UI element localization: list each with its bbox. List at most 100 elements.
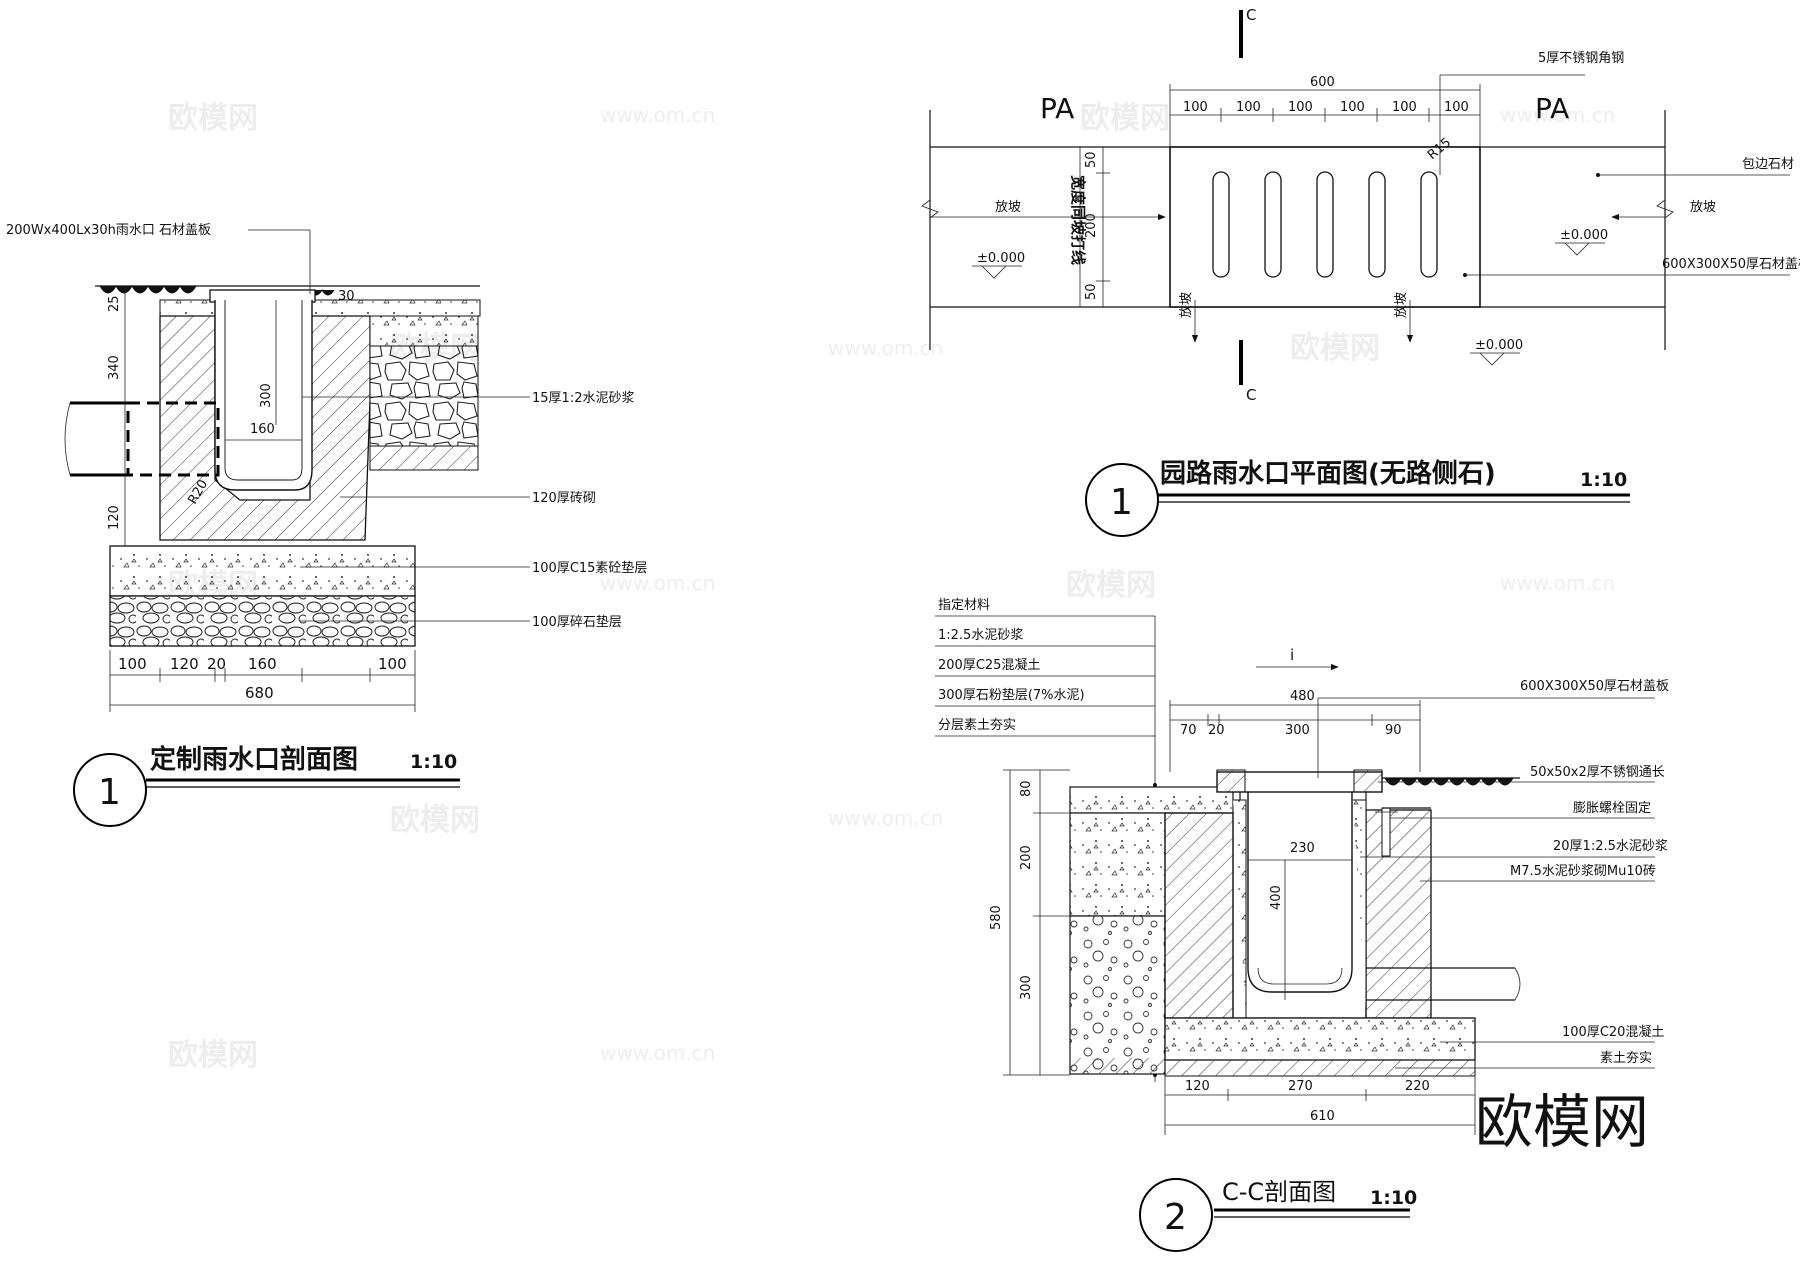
plan-slope-br: 放坡	[1394, 292, 1409, 318]
plan-dim-t2: 100	[1236, 100, 1261, 115]
s1-dim-total: 680	[245, 684, 274, 702]
s1-dim-b1: 100	[118, 655, 147, 673]
plan-number: 1	[1110, 482, 1133, 523]
plan-vertical-note: 宽度同坡打线	[1069, 174, 1087, 265]
plan-dim-total: 600	[1310, 75, 1335, 90]
s2-dim-400: 400	[1269, 885, 1284, 910]
s2-legend-4: 300厚石粉垫层(7%水泥)	[938, 687, 1085, 703]
plan-slope-left: 放坡	[995, 200, 1021, 215]
watermarks: 欧模网 www.om.cn 欧模网 www.om.cn 欧模网 www.om.c…	[168, 101, 1649, 1156]
s2-callout-7: 素土夯实	[1600, 1051, 1652, 1066]
plan-dim-t5: 100	[1392, 100, 1417, 115]
s2-dim-70: 70	[1180, 723, 1197, 738]
wm-brand-4: 欧模网	[1290, 331, 1380, 366]
plan-callout-angle: 5厚不锈钢角钢	[1538, 51, 1624, 66]
s2-slope-mark: i	[1290, 646, 1294, 664]
wm-brand-8: 欧模网	[168, 1038, 258, 1073]
wm-brand-3: 欧模网	[390, 331, 480, 366]
s1-callout-mortar: 15厚1:2水泥砂浆	[532, 391, 634, 406]
plan-dim-s2: 200	[1084, 213, 1099, 238]
s2-dim-b1: 120	[1185, 1079, 1210, 1094]
plan-elev-bottom: ±0.000	[1475, 338, 1523, 353]
plan-dim-t3: 100	[1288, 100, 1313, 115]
s1-scale: 1:10	[410, 751, 457, 773]
plan-slope-right: 放坡	[1690, 200, 1716, 215]
plan-slope-bl: 放坡	[1179, 292, 1194, 318]
s2-dim-300: 300	[1285, 723, 1310, 738]
s2-dim-90: 90	[1385, 723, 1402, 738]
plan-dim-t6: 100	[1444, 100, 1469, 115]
s2-title: C-C剖面图	[1222, 1178, 1336, 1206]
s2-dim-580: 580	[989, 905, 1004, 930]
s2-legend-2: 1:2.5水泥砂浆	[938, 628, 1023, 643]
plan-title: 园路雨水口平面图(无路侧石)	[1160, 458, 1496, 489]
s2-dim-200: 200	[1019, 845, 1034, 870]
wm-brand-6: 欧模网	[1066, 568, 1156, 603]
plan-pa-left: PA	[1040, 92, 1074, 125]
s2-number-circle	[1139, 1178, 1213, 1252]
s1-callout-cover: 200Wx400Lx30h雨水口 石材盖板	[6, 223, 211, 238]
s2-callout-4: 20厚1:2.5水泥砂浆	[1553, 839, 1668, 854]
plan-scale: 1:10	[1580, 469, 1627, 491]
s1-callout-concrete: 100厚C15素砼垫层	[532, 560, 647, 576]
plan-number-circle	[1085, 463, 1159, 537]
s2-scale: 1:10	[1370, 1187, 1417, 1209]
plan-dim-t4: 100	[1340, 100, 1365, 115]
section-1-detail: 25 30 340 300 120 160 R20 100 120 20 160…	[6, 223, 647, 827]
s2-callout-5: M7.5水泥砂浆砌Mu10砖	[1510, 864, 1656, 879]
s1-number-circle	[73, 753, 147, 827]
s1-title: 定制雨水口剖面图	[150, 744, 358, 775]
s2-dim-b2: 270	[1288, 1079, 1313, 1094]
wm-url-8: www.om.cn	[600, 1041, 715, 1065]
s2-dim-total: 610	[1310, 1109, 1335, 1124]
s2-callout-1: 600X300X50厚石材盖板	[1520, 679, 1669, 694]
plan-dim-s1: 50	[1084, 151, 1099, 168]
wm-brand-7: 欧模网	[390, 803, 480, 838]
s2-dim-480: 480	[1290, 689, 1315, 704]
s2-callout-6: 100厚C20混凝土	[1562, 1024, 1664, 1040]
s2-callout-3: 膨胀螺栓固定	[1573, 801, 1651, 816]
s1-dim-340: 340	[107, 355, 122, 380]
wm-brand-5: 欧模网	[168, 568, 258, 603]
s2-legend-5: 分层素土夯实	[938, 718, 1016, 733]
s1-dim-b5: 100	[378, 655, 407, 673]
s1-dim-25: 25	[107, 295, 122, 312]
s2-callout-2: 50x50x2厚不锈钢通长	[1530, 765, 1665, 780]
section-2-detail: 指定材料 1:2.5水泥砂浆 200厚C25混凝土 300厚石粉垫层(7%水泥)…	[935, 598, 1669, 1252]
s2-legend-1: 指定材料	[938, 598, 990, 613]
s2-dim-80: 80	[1019, 780, 1034, 797]
s1-dim-30: 30	[338, 289, 355, 304]
plan-section-mark-top: C	[1246, 6, 1256, 24]
plan-section-mark-bottom: C	[1246, 386, 1256, 404]
s2-dim-230: 230	[1290, 841, 1315, 856]
s2-dim-b3: 220	[1405, 1079, 1430, 1094]
s1-dim-160-inner: 160	[250, 422, 275, 437]
wm-url-6: www.om.cn	[1500, 571, 1615, 595]
wm-url-7: www.om.cn	[828, 806, 943, 830]
s1-dim-b3: 20	[207, 655, 226, 673]
s1-dim-b4: 160	[248, 655, 277, 673]
wm-url-2: www.om.cn	[1500, 103, 1615, 127]
s2-dim-20: 20	[1208, 723, 1225, 738]
s2-legend-3: 200厚C25混凝土	[938, 657, 1040, 673]
grass-symbols	[99, 284, 335, 296]
wm-url-1: www.om.cn	[600, 103, 715, 127]
plan-detail: C C PA PA R15 600	[921, 6, 1800, 537]
s1-dim-300: 300	[259, 383, 274, 408]
plan-elev-right: ±0.000	[1560, 228, 1608, 243]
s1-callout-gravel: 100厚碎石垫层	[532, 614, 622, 630]
plan-elev-left: ±0.000	[977, 251, 1025, 266]
s1-callout-brick: 120厚砖砌	[532, 491, 596, 506]
wm-url-5: www.om.cn	[600, 571, 715, 595]
s2-dim-300-left: 300	[1019, 975, 1034, 1000]
grate-slots	[1212, 171, 1438, 278]
s1-number: 1	[98, 772, 121, 813]
brand-logo-text: 欧模网	[1475, 1088, 1649, 1156]
s1-dim-b2: 120	[170, 655, 199, 673]
wm-brand-1: 欧模网	[168, 101, 258, 136]
plan-dim-s3: 50	[1084, 283, 1099, 300]
s2-number: 2	[1164, 1197, 1187, 1238]
wm-url-3: www.om.cn	[828, 336, 943, 360]
plan-callout-edge: 包边石材	[1742, 157, 1794, 172]
